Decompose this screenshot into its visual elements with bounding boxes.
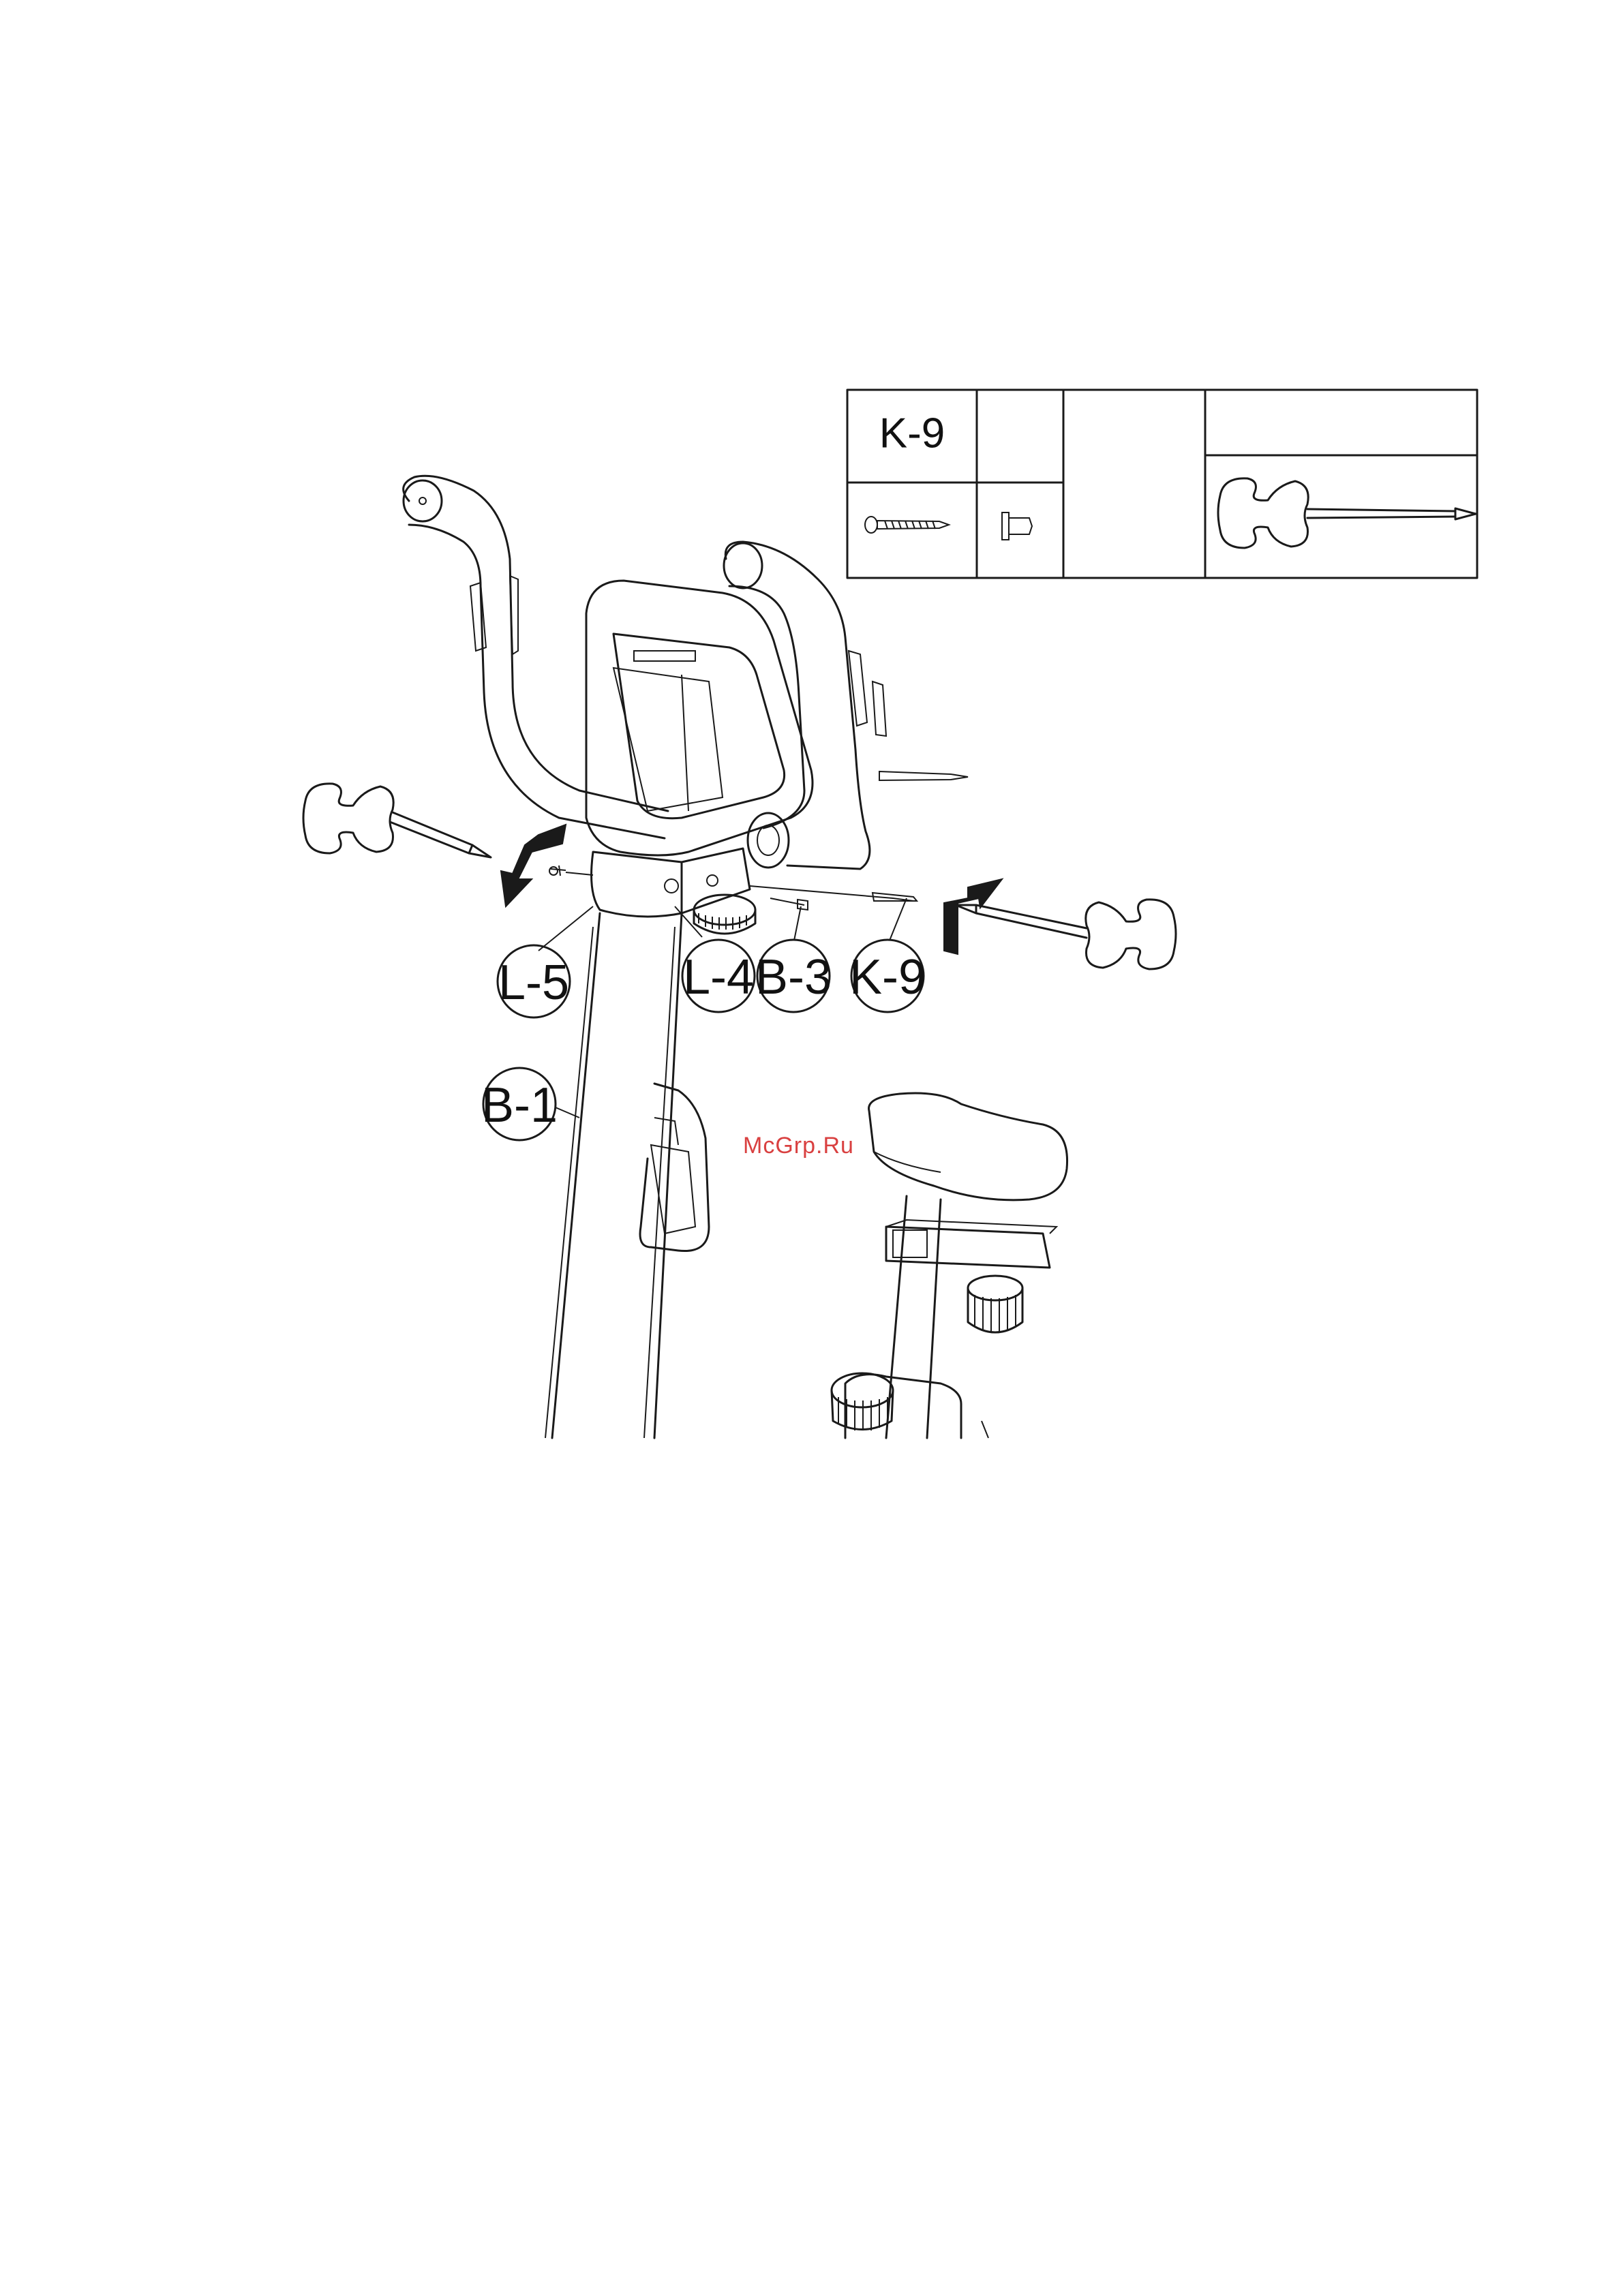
callout-b-3: B-3 [755,940,832,1012]
arrow-icon [501,825,566,906]
screwdriver-icon [303,784,491,857]
screwdriver-icon [1218,478,1476,548]
seat-assembly [832,1093,1067,1438]
callout-label: L-4 [683,950,754,1005]
callout-l-5: L-5 [498,945,570,1017]
watermark: McGrp.Ru [743,1133,854,1159]
callout-b-1: B-1 [481,1068,558,1140]
screwdriver-icon [956,900,1176,969]
callout-k-9: K-9 [849,940,926,1012]
callout-label: B-3 [755,950,832,1005]
parts-table: K-9 [847,390,1477,578]
screw-icon [865,517,949,533]
screw-icon [879,771,968,780]
tension-knob [694,895,755,934]
bolt-icon [1002,512,1032,540]
callout-label: L-5 [498,955,569,1010]
parts-table-code: K-9 [879,410,945,457]
callout-l-4: L-4 [682,940,755,1012]
callout-label: B-1 [481,1078,558,1133]
callout-label: K-9 [849,950,926,1005]
